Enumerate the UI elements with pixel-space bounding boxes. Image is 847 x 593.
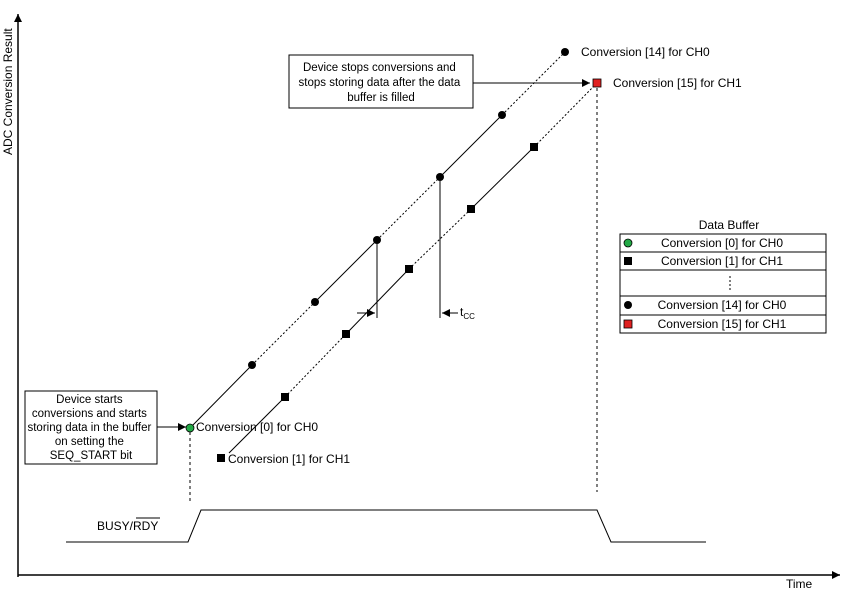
tcc-label: tCC xyxy=(460,305,475,321)
buffer-row-0-marker xyxy=(623,238,633,248)
stop-annotation-text: Device stops conversions and stops stori… xyxy=(299,62,464,104)
label-ch1-last: Conversion [15] for CH1 xyxy=(613,76,742,90)
ch0-sample xyxy=(373,236,381,244)
ch0-sample xyxy=(436,173,444,181)
y-axis-label: ADC Conversion Result xyxy=(1,28,15,155)
buffer-row-4-text: Conversion [15] for CH1 xyxy=(658,317,787,331)
data-buffer-title: Data Buffer xyxy=(699,218,759,232)
start-annotation-box xyxy=(24,390,158,465)
buffer-row-3-text: Conversion [14] for CH0 xyxy=(658,298,787,312)
ch1-sample xyxy=(467,205,475,213)
data-buffer: Data Buffer Conversion [0] for CH0 Conve… xyxy=(619,218,827,334)
x-axis-label: Time xyxy=(786,577,813,591)
ch0-sample-last xyxy=(561,48,569,56)
ch0-sample xyxy=(498,111,506,119)
busy-rdy-waveform xyxy=(66,509,706,543)
start-annotation-text: Device starts conversions and starts sto… xyxy=(27,394,154,462)
ch1-sample xyxy=(342,330,350,338)
stop-annotation-box xyxy=(288,54,474,109)
buffer-row-1-text: Conversion [1] for CH1 xyxy=(661,254,783,268)
label-ch0-first: Conversion [0] for CH0 xyxy=(196,420,318,434)
ch1-sample xyxy=(281,393,289,401)
ch1-sample xyxy=(530,143,538,151)
ch0-sample xyxy=(311,298,319,306)
ch0-sample-first xyxy=(185,423,195,433)
busy-rdy-label: BUSY/RDY xyxy=(97,519,158,533)
buffer-row-0-text: Conversion [0] for CH0 xyxy=(661,236,783,250)
label-ch1-first: Conversion [1] for CH1 xyxy=(228,452,350,466)
buffer-row-3-marker xyxy=(624,301,632,309)
label-ch0-last: Conversion [14] for CH0 xyxy=(581,45,710,59)
buffer-row-1-marker xyxy=(624,257,632,265)
ch0-sample xyxy=(248,361,256,369)
ch1-sample-first xyxy=(217,454,225,462)
ch1-sample-last xyxy=(592,78,602,88)
ch1-sample xyxy=(405,265,413,273)
buffer-row-4-marker xyxy=(623,319,633,329)
